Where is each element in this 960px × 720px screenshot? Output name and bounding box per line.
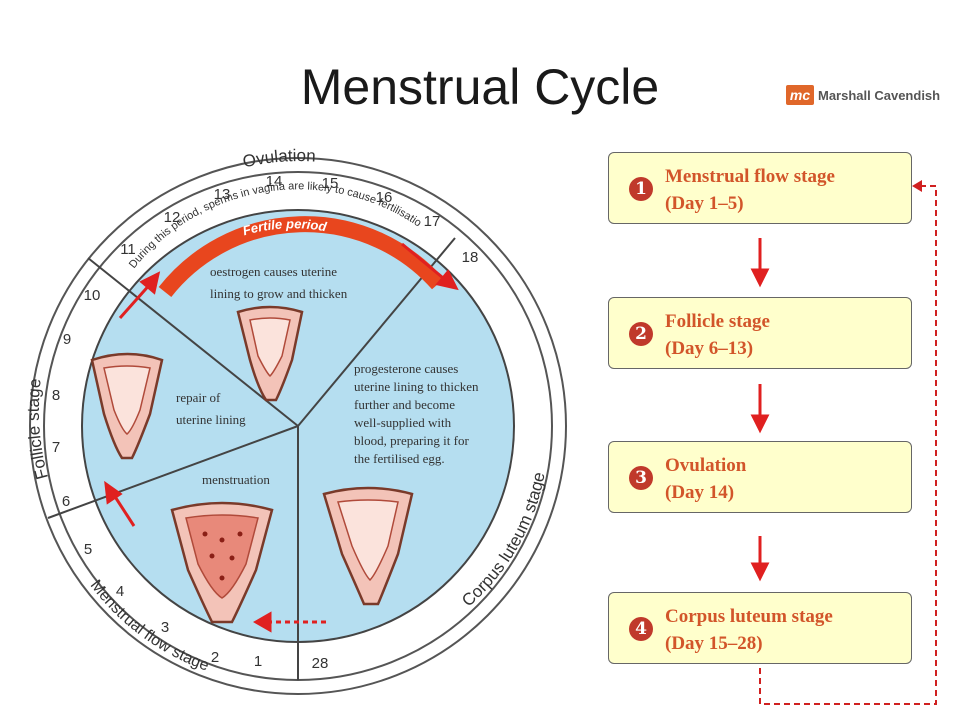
stage-number: 1 <box>629 177 653 201</box>
day-label: 15 <box>322 175 339 192</box>
divider-line <box>87 257 299 427</box>
day-label: 9 <box>63 331 71 348</box>
publisher-mark: mc <box>786 85 814 105</box>
day-label: 16 <box>376 189 393 206</box>
day-label: 3 <box>161 619 169 636</box>
arrow-head <box>435 269 459 291</box>
stage-days: (Day 15–28) <box>665 633 763 654</box>
stage-box-corpus: 4 Corpus luteum stage (Day 15–28) <box>608 592 912 664</box>
day-label: 1 <box>254 653 262 670</box>
divider-line <box>47 425 299 519</box>
stage-days: (Day 6–13) <box>665 338 754 359</box>
stage-box-ovulation: 3 Ovulation (Day 14) <box>608 441 912 513</box>
day-label: 5 <box>84 541 92 558</box>
arrow-head <box>252 611 272 633</box>
menstruation-annotation: menstruation <box>202 472 270 487</box>
day-label: 4 <box>116 583 124 600</box>
stage-number: 3 <box>629 466 653 490</box>
stage-days: (Day 1–5) <box>665 193 744 214</box>
publisher-name: Marshall Cavendish <box>818 87 941 103</box>
flow-arrow-head <box>750 414 770 434</box>
page-title: Menstrual Cycle <box>300 59 660 115</box>
day-label: 8 <box>52 387 60 404</box>
cycle-arrow <box>118 281 154 319</box>
stage-box-menstrual: 1 Menstrual flow stage (Day 1–5) <box>608 152 912 224</box>
day-label: 12 <box>164 209 181 226</box>
publisher-logo: mc Marshall Cavendish <box>786 84 940 106</box>
uterus-illustration-menstruation <box>170 501 274 624</box>
stage-name: Menstrual flow stage <box>665 166 835 187</box>
progesterone-annotation: progesterone causes uterine lining to th… <box>354 361 479 466</box>
arrow-head <box>139 271 161 295</box>
stage-days: (Day 14) <box>665 482 735 503</box>
arrow-head <box>104 480 123 505</box>
return-arrow-head <box>912 180 922 192</box>
flow-arrow-head <box>750 268 770 288</box>
day-label: 6 <box>62 493 70 510</box>
stage-name: Ovulation <box>665 455 747 476</box>
day-label: 18 <box>462 249 479 266</box>
uterus-illustration-follicle <box>236 305 304 402</box>
day-label: 17 <box>424 213 441 230</box>
day-label: 13 <box>214 186 231 203</box>
stage-number: 2 <box>629 322 653 346</box>
day-label: 28 <box>312 655 329 672</box>
day-label: 11 <box>120 241 136 258</box>
day-label: 10 <box>84 287 101 304</box>
flow-arrow-head <box>750 562 770 582</box>
stage-box-follicle: 2 Follicle stage (Day 6–13) <box>608 297 912 369</box>
stage-number: 4 <box>629 617 653 641</box>
day-label: 7 <box>52 439 60 456</box>
day-label: 2 <box>211 649 219 666</box>
cycle-arrow <box>401 242 449 284</box>
repair-annotation: repair of uterine lining <box>176 390 246 427</box>
stage-name: Follicle stage <box>665 311 770 332</box>
return-loop <box>759 185 937 705</box>
fertile-band <box>158 216 444 297</box>
day-label: 14 <box>266 173 283 190</box>
uterus-illustration-corpus <box>322 486 414 606</box>
oestrogen-annotation: oestrogen causes uterine lining to grow … <box>210 264 348 301</box>
stage-name: Corpus luteum stage <box>665 606 833 627</box>
uterus-illustration-repair <box>90 352 164 460</box>
